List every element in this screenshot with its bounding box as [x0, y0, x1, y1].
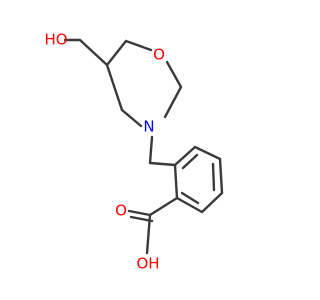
bond-7: [120, 108, 143, 128]
bond-8: [105, 63, 124, 112]
molecule-structure: HO O N O OH: [44, 31, 224, 273]
bond-13: [218, 157, 224, 195]
ring-nitrogen-label: N: [143, 118, 154, 136]
carbonyl-oxygen-label: O: [115, 202, 127, 220]
bond-12: [193, 145, 222, 161]
bond-11: [173, 145, 197, 167]
acid-oh-label: OH: [136, 255, 159, 273]
bond-4: [124, 39, 153, 52]
bond-20: [148, 196, 179, 217]
bond-6: [163, 85, 183, 119]
bond-10: [148, 161, 177, 167]
atom-label-group: HO O N O OH: [44, 31, 164, 273]
bond-18: [211, 162, 216, 192]
hydroxymethyl-oh-label: HO: [44, 31, 67, 49]
bond-3: [105, 39, 128, 67]
bond-5: [165, 60, 183, 89]
ring-oxygen-label: O: [153, 46, 165, 64]
bond-22: [127, 209, 152, 217]
bond-17: [181, 153, 199, 170]
bond-15: [175, 196, 204, 214]
bond-14: [200, 191, 224, 214]
molecule-canvas: HO O N O OH: [44, 30, 224, 273]
bond-16: [173, 163, 179, 200]
bond-2: [78, 38, 109, 67]
bond-19: [180, 191, 200, 205]
bond-23: [129, 215, 154, 223]
bond-9: [148, 135, 154, 165]
bond-group: [63, 38, 224, 255]
